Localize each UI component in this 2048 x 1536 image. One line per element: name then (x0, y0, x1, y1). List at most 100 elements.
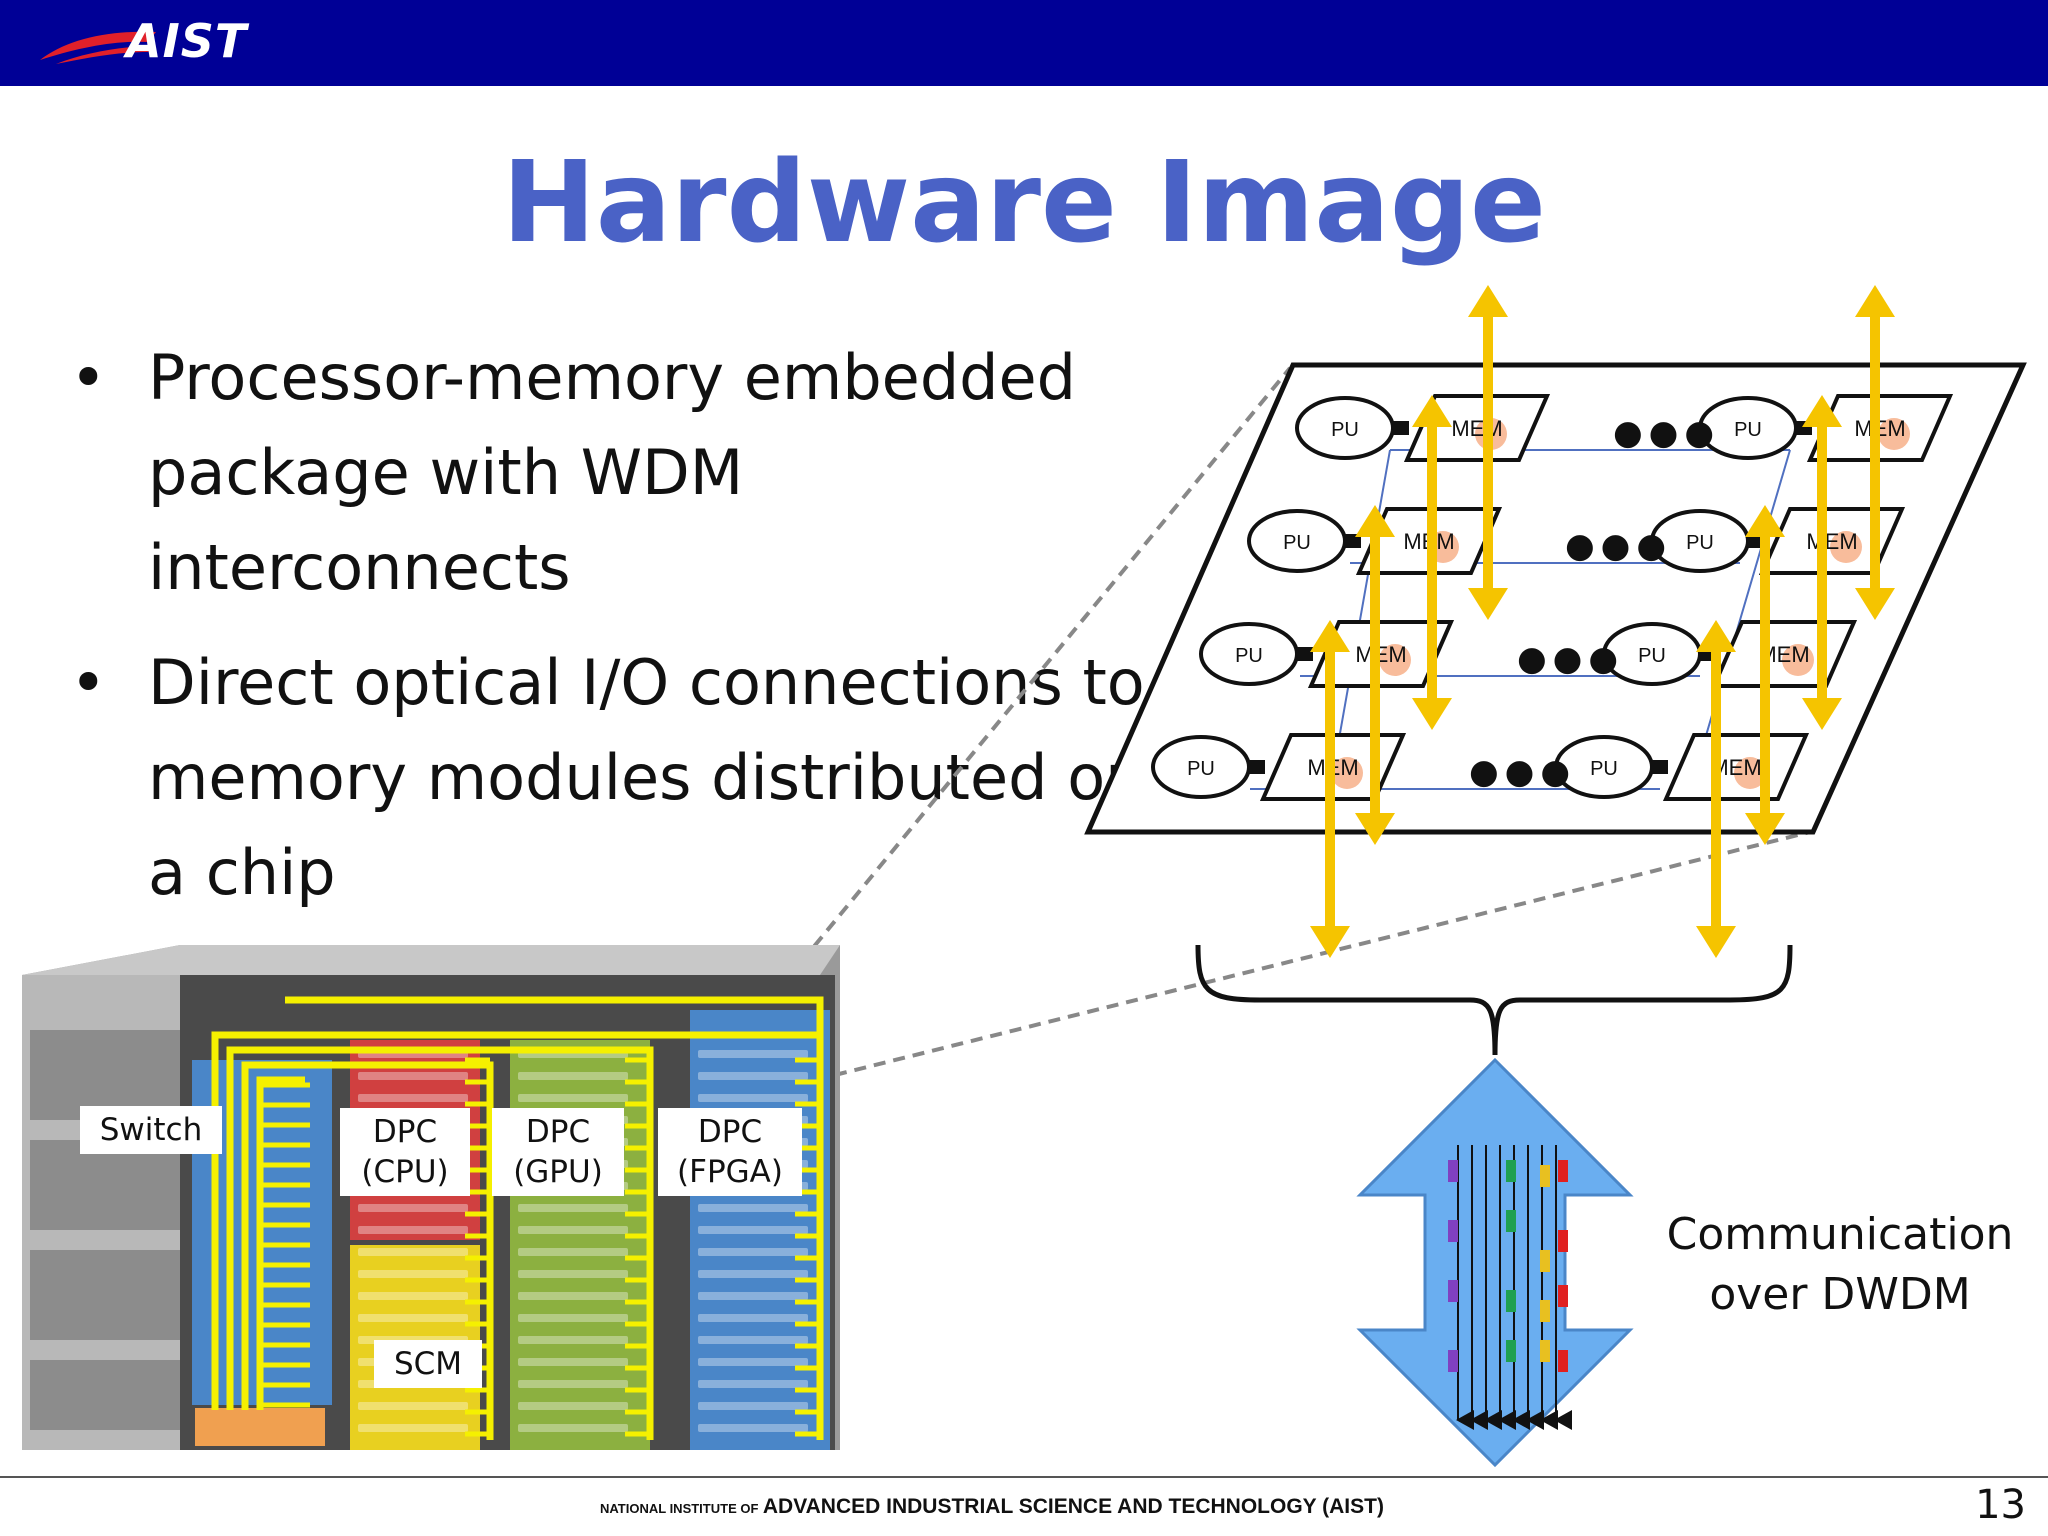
bullet-dot: • (70, 341, 107, 414)
switch-label: Switch (80, 1106, 222, 1154)
optical-port (1782, 644, 1814, 676)
zoom-line-bottom (834, 830, 1811, 1077)
pu-label: PU (1235, 645, 1263, 667)
slide-title: Hardware Image (501, 138, 1547, 268)
optical-arrow-head-down (1310, 926, 1350, 958)
rack-slot (698, 1358, 808, 1366)
rack-slot (518, 1072, 628, 1080)
bullet-item-2: • Direct optical I/O connections to memo… (70, 635, 1150, 935)
rack-slot (518, 1094, 628, 1102)
rack-slot (518, 1248, 628, 1256)
wavelength-block (1540, 1250, 1550, 1272)
dwdm-double-arrow (1356, 1057, 1634, 1468)
pu-mem-link (1650, 760, 1668, 774)
rack-slot (698, 1292, 808, 1300)
pu-mem-link (1391, 421, 1409, 435)
optical-arrow-head-down (1745, 813, 1785, 845)
bullet-dot: • (70, 646, 107, 719)
dpc-fpga-label-line1: DPC (697, 1114, 763, 1150)
wavelength-block (1540, 1340, 1550, 1362)
pu-label: PU (1638, 645, 1666, 667)
wavelength-block (1558, 1230, 1568, 1252)
optical-arrow-shaft (1427, 425, 1437, 700)
ellipsis-dots: ●●● (1613, 413, 1720, 453)
optical-arrow-head-up (1745, 505, 1785, 537)
rack-slot (518, 1270, 628, 1278)
grouping-brace (1195, 944, 1793, 1056)
aist-logo-swoosh-icon (40, 31, 156, 64)
pu-label: PU (1187, 758, 1215, 780)
footer-divider (0, 1476, 2048, 1478)
rack-slot (518, 1314, 628, 1322)
footer-institute: NATIONAL INSTITUTE OF ADVANCED INDUSTRIA… (600, 1495, 1384, 1519)
optical-arrow-shaft (1870, 315, 1880, 590)
communication-label-line2: over DWDM (1709, 1269, 1971, 1320)
dpc-cpu-label-line1: DPC (372, 1114, 438, 1150)
rack-slot (358, 1204, 468, 1212)
optical-port (1331, 757, 1363, 789)
optical-io-arrows (1310, 285, 1895, 958)
header-bar: AIST (0, 0, 2048, 86)
pu-label: PU (1590, 758, 1618, 780)
rack-slot (698, 1314, 808, 1322)
footer-prefix: NATIONAL INSTITUTE OF (600, 1501, 759, 1516)
wavelength-block (1448, 1160, 1458, 1182)
ellipsis-dots: ●●● (1565, 526, 1672, 566)
ellipsis-dots: ●●● (1469, 752, 1576, 792)
rack-slot (358, 1248, 468, 1256)
wavelength-block (1558, 1160, 1568, 1182)
wavelength-block (1506, 1210, 1516, 1232)
rack-slot (358, 1292, 468, 1300)
optical-arrow-head-down (1696, 926, 1736, 958)
optical-port (1878, 418, 1910, 450)
wavelength-block (1506, 1290, 1516, 1312)
pu-mem-link (1295, 647, 1313, 661)
rack-slot (698, 1270, 808, 1278)
rack-slot (518, 1380, 628, 1388)
wavelength-block (1448, 1350, 1458, 1372)
rack-slot (698, 1204, 808, 1212)
rack-slot (698, 1050, 808, 1058)
dpc-gpu-label-line1: DPC (525, 1114, 591, 1150)
wavelength-block (1506, 1160, 1516, 1182)
footer-name: ADVANCED INDUSTRIAL SCIENCE AND TECHNOLO… (762, 1495, 1384, 1518)
optical-arrow-shaft (1483, 315, 1493, 590)
pu-mem-link (1343, 534, 1361, 548)
rack-slot (358, 1314, 468, 1322)
wavelength-block (1540, 1165, 1550, 1187)
optical-arrow-head-up (1855, 285, 1895, 317)
dpc-gpu-label: DPC (GPU) (492, 1108, 624, 1196)
optical-arrow-head-up (1412, 395, 1452, 427)
rack-slot (358, 1226, 468, 1234)
dpc-fpga-label: DPC (FPGA) (658, 1108, 802, 1196)
bullet-text: Processor-memory embedded package with W… (148, 341, 1077, 604)
mem-label: MEM (1451, 416, 1502, 441)
rack-slot (518, 1424, 628, 1432)
optical-arrow-head-down (1412, 698, 1452, 730)
optical-arrow-head-up (1696, 620, 1736, 652)
rack-slot (698, 1248, 808, 1256)
bullet-text: Direct optical I/O connections to memory… (148, 646, 1145, 909)
rack-slot (518, 1226, 628, 1234)
aist-logo-text: AIST (126, 14, 248, 68)
rack-slot (518, 1402, 628, 1410)
optical-arrow-shaft (1325, 650, 1335, 928)
rack-slot (358, 1270, 468, 1278)
pu-mem-link (1247, 760, 1265, 774)
optical-port (1830, 531, 1862, 563)
optical-port (1379, 644, 1411, 676)
pu-mem-link (1746, 534, 1764, 548)
optical-arrow-head-up (1355, 505, 1395, 537)
pu-label: PU (1331, 419, 1359, 441)
ellipsis-dots: ●●● (1517, 639, 1624, 679)
optical-arrow-head-down (1855, 588, 1895, 620)
bullet-item-1: • Processor-memory embedded package with… (70, 330, 1150, 630)
optical-arrow-shaft (1760, 535, 1770, 815)
chip-plane (1084, 362, 2027, 835)
communication-label: Communication over DWDM (1660, 1205, 2020, 1325)
scm-label-text: SCM (393, 1346, 463, 1382)
pu-label: PU (1283, 532, 1311, 554)
wavelength-block (1448, 1280, 1458, 1302)
rack-slot (698, 1094, 808, 1102)
optical-arrow-head-down (1468, 588, 1508, 620)
